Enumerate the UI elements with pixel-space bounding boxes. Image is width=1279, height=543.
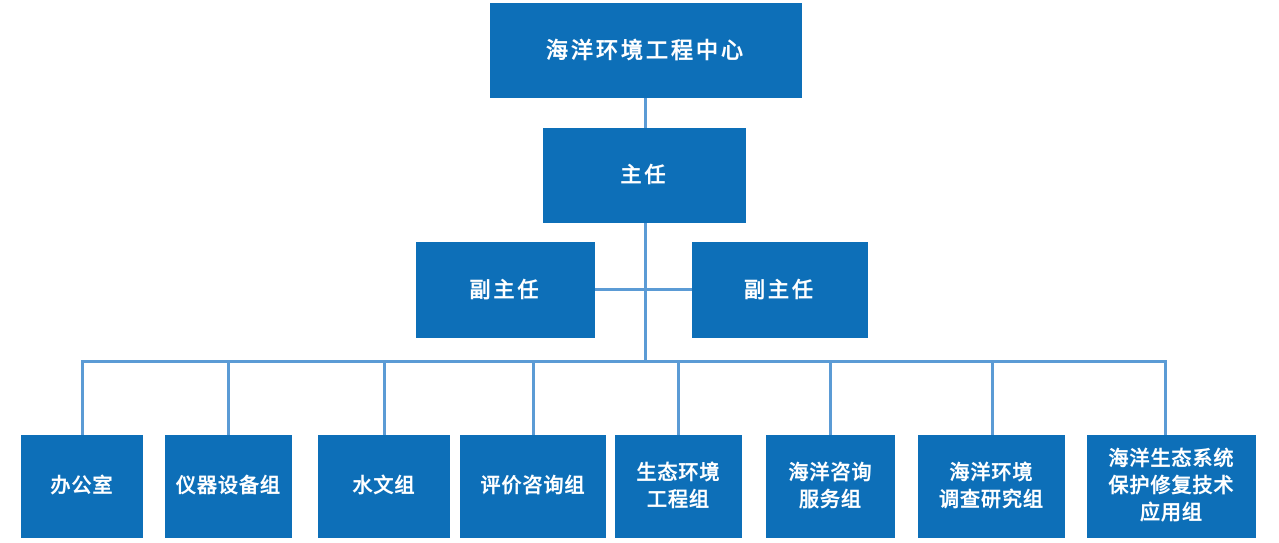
org-node-group-label: 水文组	[352, 475, 416, 497]
org-node-group-ecosystem-restoration: 海洋生态系统 保护修复技术 应用组	[1087, 435, 1256, 538]
connector-drop-1	[81, 360, 84, 436]
org-node-group-label: 生态环境 工程组	[636, 461, 721, 511]
connector-drop-3	[383, 360, 386, 436]
org-node-root: 海洋环境工程中心	[490, 3, 802, 98]
connector-drop-7	[991, 360, 994, 436]
org-node-group-hydrology: 水文组	[318, 435, 450, 538]
connector-deputy-left	[595, 288, 645, 291]
org-node-director: 主任	[543, 128, 746, 223]
org-node-group-label: 办公室	[50, 475, 114, 497]
connector-drop-5	[677, 360, 680, 436]
org-node-group-label: 仪器设备组	[176, 475, 281, 497]
connector-drop-8	[1164, 360, 1167, 436]
connector-bus	[81, 360, 1167, 363]
org-node-deputy-2: 副主任	[692, 242, 868, 338]
org-node-group-label: 海洋环境 调查研究组	[939, 461, 1044, 511]
connector-drop-6	[829, 360, 832, 436]
connector-root-to-director	[644, 98, 647, 128]
org-node-group-label: 海洋生态系统 保护修复技术 应用组	[1108, 448, 1235, 524]
connector-director-to-bus	[644, 221, 647, 363]
org-node-deputy-1: 副主任	[416, 242, 595, 338]
org-node-group-survey-research: 海洋环境 调查研究组	[918, 435, 1065, 538]
org-node-group-label: 海洋咨询 服务组	[788, 461, 873, 511]
connector-drop-4	[532, 360, 535, 436]
org-node-group-label: 评价咨询组	[480, 475, 586, 497]
org-node-group-marine-consulting: 海洋咨询 服务组	[766, 435, 895, 538]
org-node-director-label: 主任	[620, 163, 669, 188]
org-node-deputy-1-label: 副主任	[469, 277, 542, 302]
org-node-group-office: 办公室	[21, 435, 143, 538]
org-node-group-evaluation: 评价咨询组	[460, 435, 606, 538]
org-node-group-eco-engineering: 生态环境 工程组	[615, 435, 742, 538]
org-node-deputy-2-label: 副主任	[744, 277, 816, 302]
org-node-root-label: 海洋环境工程中心	[545, 37, 746, 63]
connector-deputy-right	[646, 288, 692, 291]
org-node-group-instrument: 仪器设备组	[165, 435, 292, 538]
connector-drop-2	[227, 360, 230, 436]
